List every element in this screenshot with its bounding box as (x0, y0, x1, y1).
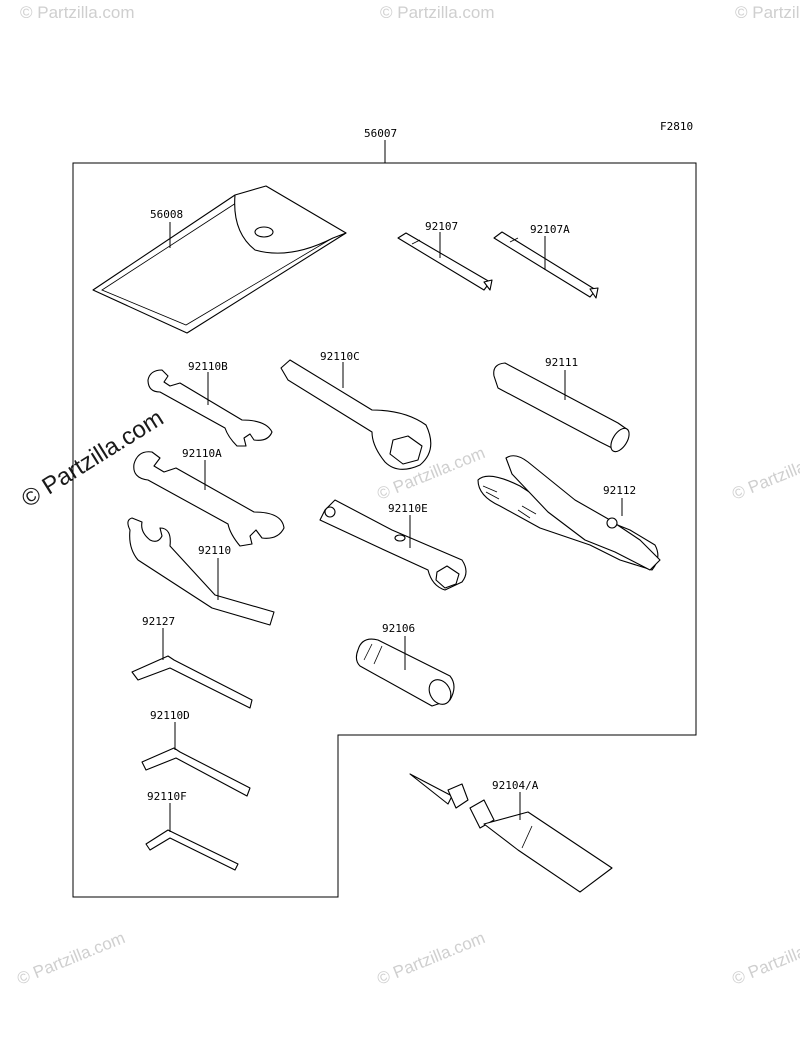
label-92110c: 92110C (320, 350, 360, 363)
hook-spanner-92110: 92110 (127, 517, 275, 626)
watermark-text: © Partzilla.com (729, 443, 800, 504)
label-56007: 56007 (364, 127, 397, 140)
label-92110f: 92110F (147, 790, 187, 803)
screwdriver-bit-92107: 92107 (397, 220, 493, 291)
wrench-92110b: 92110B (147, 360, 273, 447)
label-92111: 92111 (545, 356, 578, 369)
pliers-92112: 92112 (477, 455, 661, 571)
label-92110: 92110 (198, 544, 231, 557)
tool-pouch: 56008 (92, 185, 347, 334)
label-92106: 92106 (382, 622, 415, 635)
ring-spanner-92110c: 92110C (280, 350, 432, 470)
extension-bar-92111: 92111 (493, 356, 630, 453)
hex-key-92127: 92127 (131, 615, 253, 709)
label-92127: 92127 (142, 615, 175, 628)
box-wrench-92110e: 92110E (319, 499, 467, 591)
label-56008: 56008 (150, 208, 183, 221)
label-92104a: 92104/A (492, 779, 539, 792)
label-92110a: 92110A (182, 447, 222, 460)
watermark-text: © Partzilla.com (380, 3, 495, 22)
label-92107a: 92107A (530, 223, 570, 236)
socket-92106: 92106 (355, 622, 455, 707)
label-92110d: 92110D (150, 709, 190, 722)
watermark-text: © Partzilla.com (20, 3, 135, 22)
watermark-text: © Partzilla.com (729, 928, 800, 989)
valve-tool-and-tube-92104a: 92104/A (409, 773, 613, 893)
hex-key-92110f: 92110F (145, 790, 239, 871)
watermark-text: © Partzilla.com (374, 928, 487, 989)
wrench-92110a: 92110A (133, 447, 285, 547)
watermark-faint: © Partzilla.com © Partzilla.com © Partzi… (14, 3, 800, 989)
label-92110b: 92110B (188, 360, 228, 373)
label-92112: 92112 (603, 484, 636, 497)
hex-key-92110d: 92110D (141, 709, 251, 797)
screwdriver-bit-92107a: 92107A (493, 223, 599, 299)
figure-code: F2810 (660, 120, 693, 133)
watermark-text: © Partzilla.com (735, 3, 800, 22)
label-92107: 92107 (425, 220, 458, 233)
label-92110e: 92110E (388, 502, 428, 515)
watermark-text: © Partzilla.com (14, 928, 127, 989)
tool-kit-outline: 56007 (72, 127, 697, 898)
